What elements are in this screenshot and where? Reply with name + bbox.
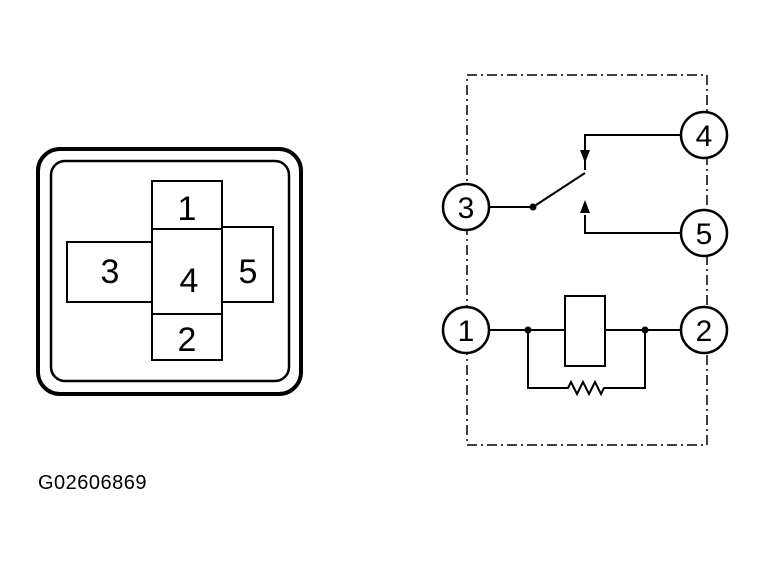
connector-label-4: 4: [180, 262, 199, 300]
parallel-resistor: [527, 330, 646, 397]
terminal-5: [679, 208, 729, 258]
connector-label-3: 3: [101, 253, 120, 291]
relay-coil: [564, 295, 606, 367]
wire-4-contact: [584, 134, 680, 170]
relay-schematic: 3 4 5 1 2: [441, 74, 729, 446]
terminal-1: [441, 305, 491, 355]
connector-face: 1 3 4 5 2: [36, 147, 303, 396]
figure-id-caption: G02606869: [38, 472, 148, 494]
terminal-3: [441, 182, 491, 232]
enclosure-outline: [466, 74, 708, 446]
connector-cell-5: [221, 226, 274, 303]
connector-inner-border: [49, 159, 291, 383]
wire-5-contact: [584, 215, 680, 234]
terminal-4: [679, 110, 729, 160]
connector-label-2: 2: [178, 321, 197, 359]
terminal-label-1: 1: [458, 315, 475, 348]
terminal-label-2: 2: [696, 315, 713, 348]
switch-blade: [532, 172, 586, 208]
terminal-label-4: 4: [696, 120, 713, 153]
terminal-2: [679, 305, 729, 355]
connector-label-1: 1: [178, 190, 197, 228]
terminal-label-5: 5: [696, 218, 713, 251]
connector-label-5: 5: [239, 253, 258, 291]
connector-outer-border: [36, 147, 303, 396]
connector-cell-2: [151, 313, 223, 361]
contact-arrow-5: [580, 200, 590, 213]
terminal-label-3: 3: [458, 192, 475, 225]
contact-arrow-4: [580, 150, 590, 163]
